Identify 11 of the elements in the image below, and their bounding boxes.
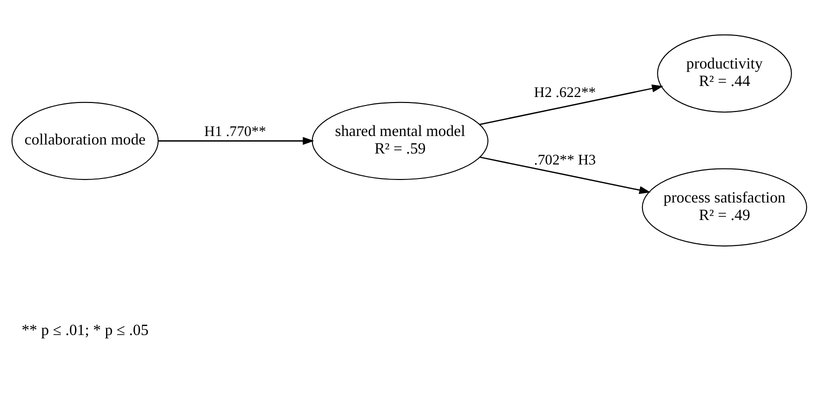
arrow [479,84,664,126]
edge-label: H1 .770** [204,124,266,140]
node-ellipse: shared mental model R² = .59 [312,102,488,180]
node-ellipse: productivity R² = .44 [657,34,792,113]
label: ** p ≤ .01; * p ≤ .05 [22,322,149,340]
node-ellipse: collaboration mode [11,102,159,180]
arrow [158,136,314,145]
arrow [480,156,651,194]
edge-label: H2 .622** [534,84,596,101]
node-ellipse: process satisfaction R² = .49 [642,168,808,246]
edge-label: .702** H3 [534,152,596,168]
